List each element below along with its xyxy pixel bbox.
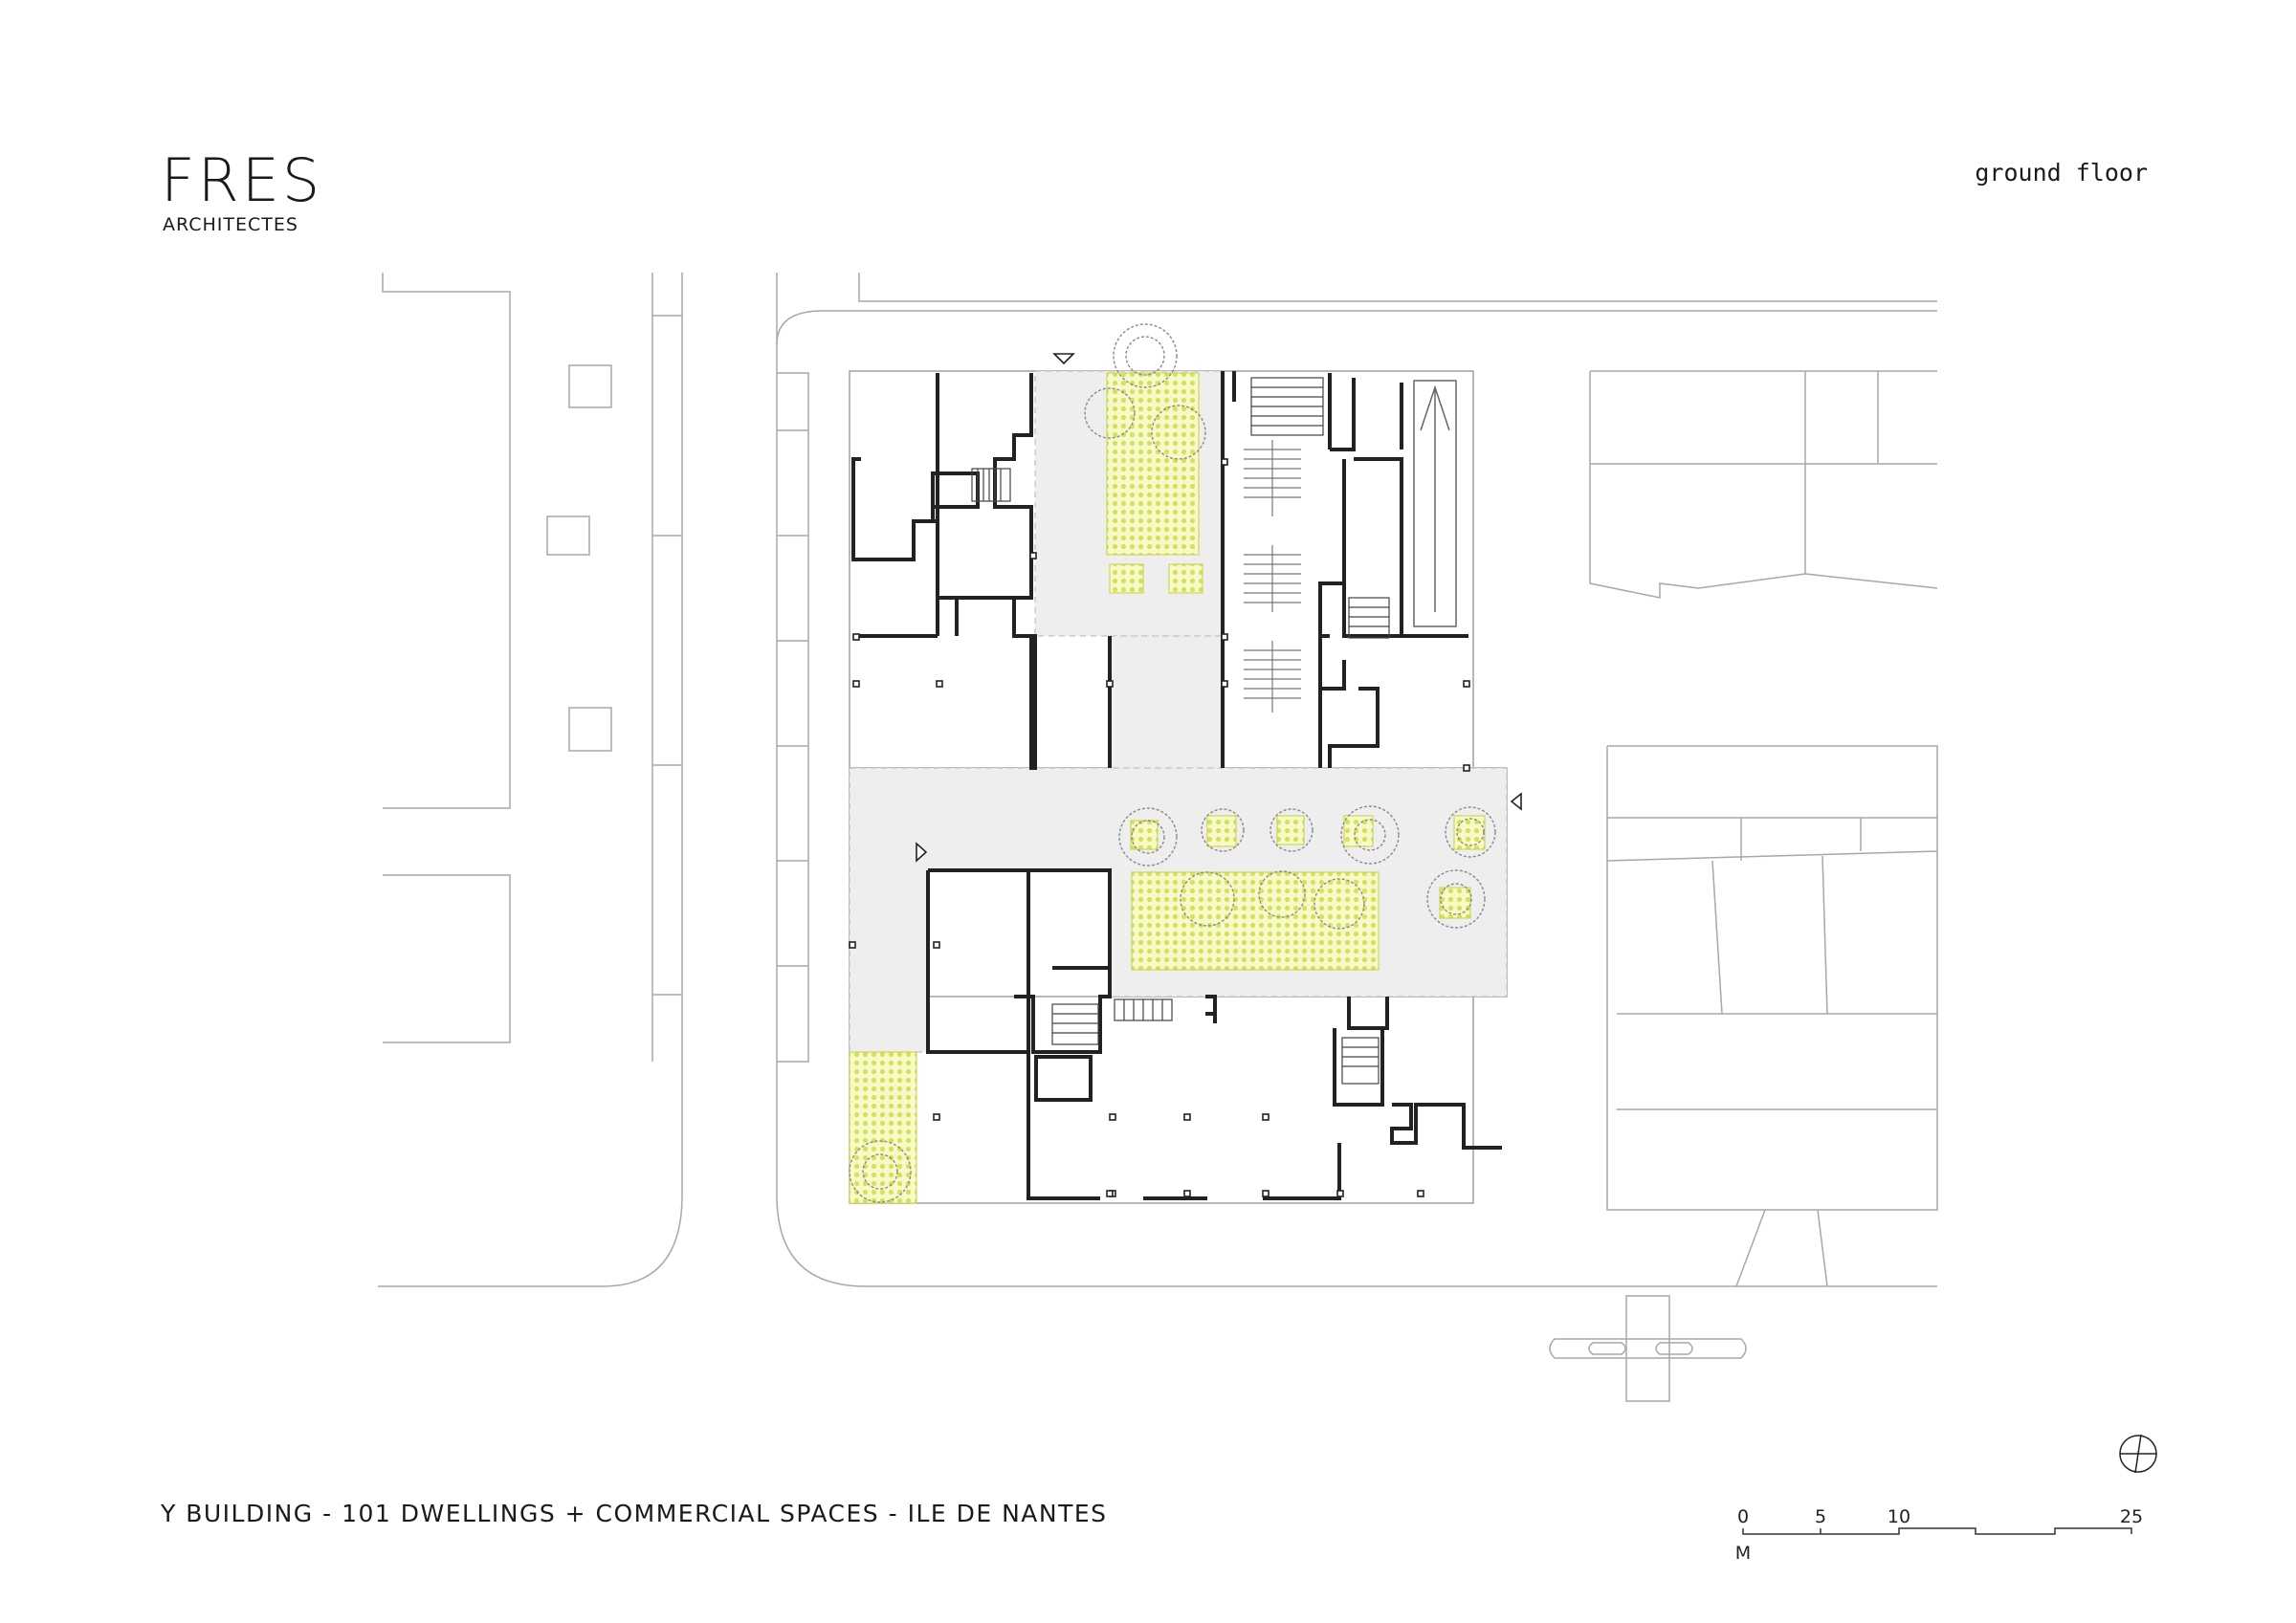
logo-subtitle: ARCHITECTES — [163, 214, 298, 235]
scale-label: 25 — [2120, 1506, 2143, 1527]
ramp — [1413, 380, 1457, 627]
scale-label: 5 — [1815, 1506, 1826, 1527]
scale-label: 10 — [1888, 1506, 1910, 1527]
scale-bar: 0 5 10 25 M — [1735, 1506, 2143, 1564]
project-title: Y BUILDING - 101 DWELLINGS + COMMERCIAL … — [161, 1500, 1108, 1527]
stairs — [971, 377, 1390, 1085]
walls — [851, 371, 1502, 1200]
logo: FRES ARCHITECTES — [161, 145, 323, 236]
scale-label: 0 — [1737, 1506, 1749, 1527]
scale-unit: M — [1735, 1543, 1751, 1564]
tree-icon — [849, 323, 1496, 1203]
parking-stalls — [1244, 440, 1301, 713]
north-arrow-icon — [2119, 1434, 2157, 1474]
entrance-arrow-icon — [916, 353, 1522, 863]
planted-areas — [849, 372, 1486, 1204]
site-context — [378, 273, 1938, 1402]
columns — [849, 458, 1470, 1197]
logo-wordmark: FRES — [161, 145, 323, 215]
sheet-title: ground floor — [1975, 159, 2148, 186]
